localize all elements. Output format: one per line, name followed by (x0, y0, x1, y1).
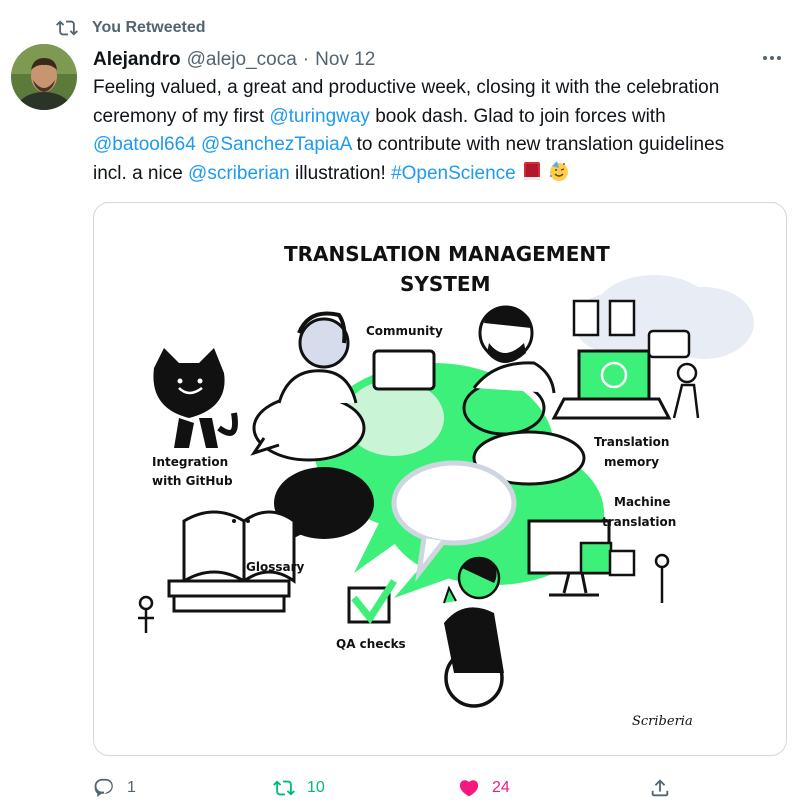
tweet-text: Feeling valued, a great and productive w… (93, 74, 793, 188)
party-face-emoji-icon (550, 160, 569, 181)
tweet-header: Alejandro @alejo_coca · Nov 12 (93, 48, 375, 72)
illustration-title-line-2: SYSTEM (400, 272, 491, 296)
like-button[interactable]: 24 (458, 772, 510, 804)
label-qa-checks: QA checks (336, 637, 406, 651)
retweet-context-label: You Retweeted (92, 19, 206, 36)
glossary-book-icon (138, 510, 296, 633)
illustrator-signature: Scriberia (632, 714, 693, 729)
retweet-button[interactable]: 10 (273, 772, 325, 804)
mention-sancheztapiaa[interactable]: @SanchezTapiaA (201, 134, 352, 156)
book-emoji-icon (524, 161, 541, 180)
more-options-button[interactable] (756, 46, 788, 70)
label-translation-line-2: memory (604, 455, 659, 469)
reply-button[interactable]: 1 (93, 772, 136, 804)
label-integration-line-2: with GitHub (152, 474, 233, 488)
reply-count: 1 (127, 779, 136, 796)
label-machine-line-1: Machine (614, 495, 671, 509)
retweet-icon (56, 20, 78, 36)
label-integration-line-1: Integration (152, 455, 228, 469)
retweet-count: 10 (307, 779, 325, 796)
retweet-context: You Retweeted (56, 16, 206, 40)
label-community: Community (366, 324, 443, 338)
wheelchair-person-graphic (443, 556, 504, 708)
tweet-text-line-3: @batool664 @SanchezTapiaA to contribute … (93, 134, 725, 156)
share-button[interactable] (649, 772, 671, 804)
author-handle[interactable]: @alejo_coca (186, 49, 297, 70)
community-people-graphic (277, 305, 556, 404)
tweet-text-line-4: incl. a nice @scriberian illustration! #… (93, 160, 793, 189)
retweet-icon (273, 780, 295, 796)
hashtag-openscience[interactable]: #OpenScience (391, 162, 516, 184)
tweet-text-line-2: ceremony of my first @turingway book das… (93, 105, 666, 127)
illustration-title-line-1: TRANSLATION MANAGEMENT (284, 242, 610, 266)
reply-icon (94, 778, 113, 798)
author-name[interactable]: Alejandro (93, 49, 181, 70)
machine-translation-monitor-icon (527, 519, 670, 603)
heart-icon (459, 780, 479, 797)
laptop-translation-memory-icon (551, 299, 700, 420)
github-cat-icon (153, 348, 238, 448)
tweet-actions: 1 10 24 (93, 772, 783, 804)
tweet-text-line-1: Feeling valued, a great and productive w… (93, 77, 720, 98)
label-glossary: Glossary (246, 560, 305, 574)
label-translation-line-1: Translation (594, 435, 669, 449)
like-count: 24 (492, 779, 510, 796)
mention-scriberian[interactable]: @scriberian (188, 162, 290, 184)
avatar[interactable] (11, 44, 77, 110)
qa-check-icon (347, 579, 397, 624)
tweet-date[interactable]: Nov 12 (315, 49, 376, 70)
mention-turingway[interactable]: @turingway (269, 105, 370, 127)
header-separator: · (302, 49, 310, 70)
mention-batool664[interactable]: @batool664 (93, 134, 196, 156)
share-icon (651, 779, 669, 797)
more-icon (763, 56, 767, 60)
tweet-media-image[interactable]: TRANSLATION MANAGEMENT SYSTEM Community … (93, 202, 787, 756)
label-machine-line-2: translation (602, 515, 676, 529)
